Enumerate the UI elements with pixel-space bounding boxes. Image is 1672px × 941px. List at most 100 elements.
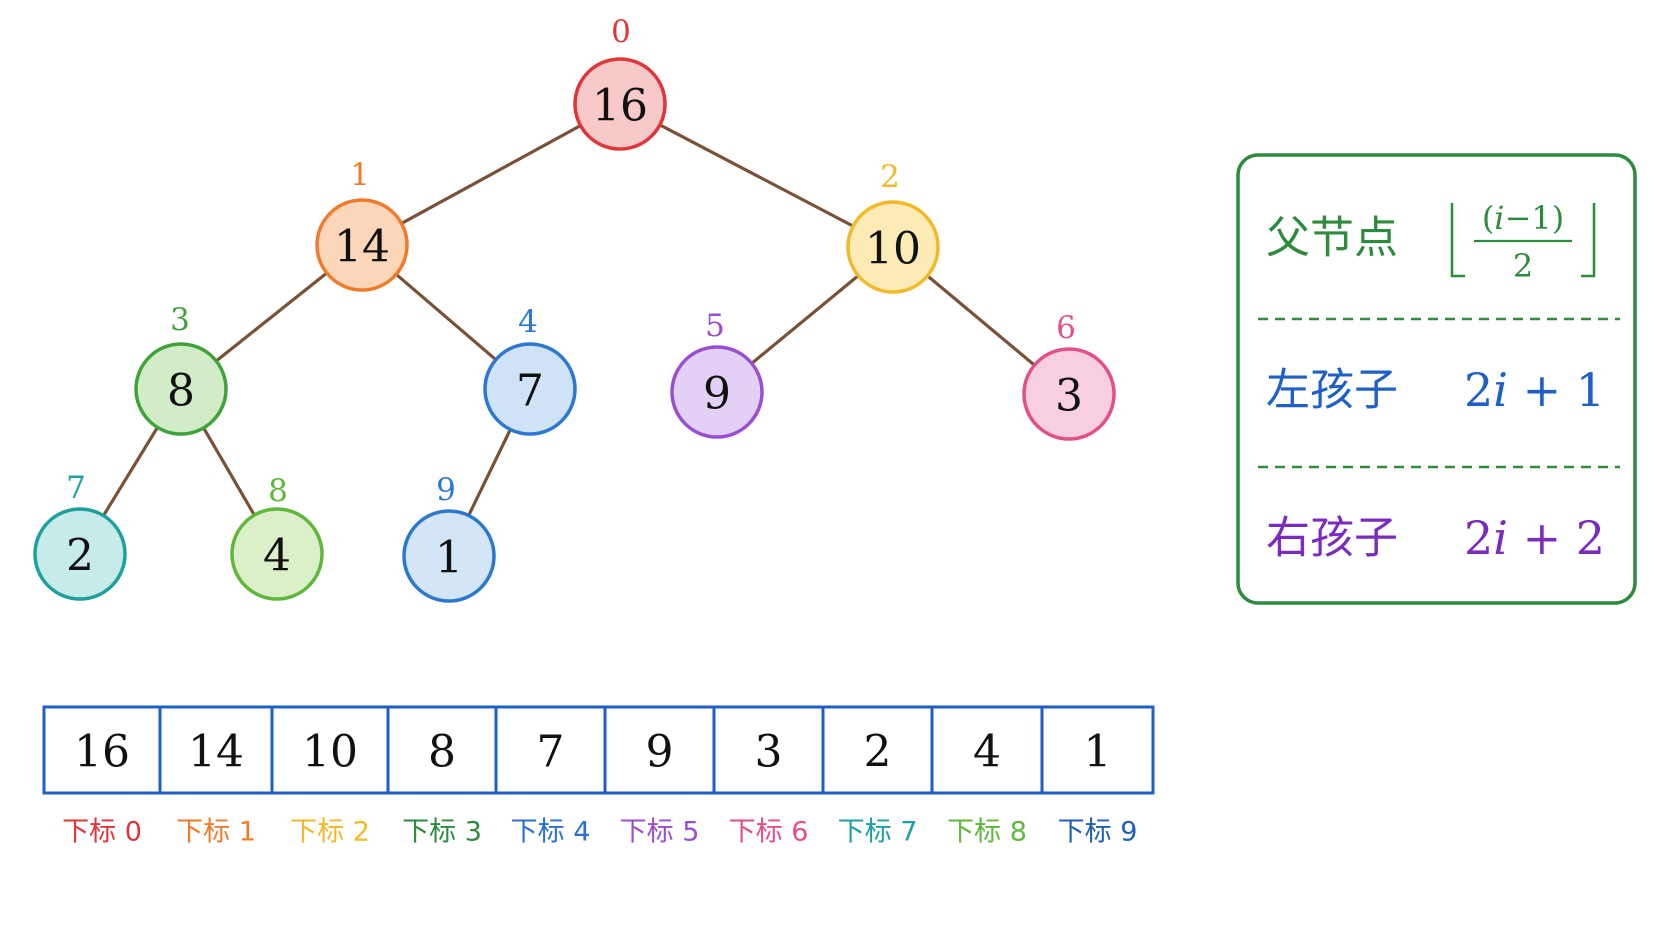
right-child-formula: 2i + 2: [1464, 511, 1605, 565]
tree-node-index: 8: [268, 473, 288, 509]
array-cell-box: [930, 705, 1044, 795]
tree-node-value: 16: [592, 81, 648, 132]
right-formula-coef: 2: [1464, 511, 1493, 565]
tree-node: 83: [134, 302, 228, 436]
array-cell-value: 7: [537, 727, 565, 778]
array-cell-box: [821, 705, 934, 795]
array-cell: 3下标 6: [712, 705, 825, 848]
tree-node-circle: [33, 507, 127, 601]
tree-edge: [399, 123, 583, 226]
numerator-var: i: [1494, 199, 1504, 237]
array-cell-value: 1: [1084, 727, 1112, 778]
tree-node: 36: [1022, 310, 1116, 441]
tree-node-index: 5: [705, 308, 725, 344]
numerator-open: (: [1482, 199, 1494, 237]
left-formula-var: i: [1493, 363, 1508, 417]
array-cell-value: 10: [302, 727, 358, 778]
tree-node-index: 6: [1056, 310, 1076, 346]
tree-node-index: 4: [518, 304, 538, 340]
array-cell-box: [712, 705, 825, 795]
tree-node-circle: [315, 198, 409, 292]
tree-node-value: 2: [66, 531, 94, 582]
parent-formula: (i−1) 2: [1450, 199, 1596, 285]
tree-node: 19: [402, 472, 496, 603]
array-index-label: 下标 0: [62, 817, 142, 848]
tree-edge: [214, 271, 329, 363]
array-index-label: 下标 7: [838, 817, 918, 848]
tree-edge: [394, 272, 498, 362]
tree-node-circle: [134, 342, 228, 436]
array-index-label: 下标 6: [729, 817, 809, 848]
array-index-label: 下标 9: [1058, 817, 1138, 848]
tree-node-circle: [402, 509, 496, 603]
array-index-label: 下标 5: [620, 817, 700, 848]
tree-node: 27: [33, 470, 127, 601]
index-formula-box: 父节点 (i−1) 2 左孩子 2i + 1 右孩子 2i + 2: [1236, 153, 1637, 605]
right-child-rule-label: 右孩子: [1266, 513, 1398, 564]
tree-node-index: 7: [66, 470, 86, 506]
formula-box-border: [1236, 153, 1637, 605]
tree-node-value: 8: [167, 366, 195, 417]
left-child-rule-label: 左孩子: [1266, 365, 1398, 416]
array-cell-box: [494, 705, 607, 795]
numerator-rest: −1): [1505, 199, 1565, 237]
array-index-label: 下标 2: [290, 817, 370, 848]
tree-node: 95: [670, 308, 764, 439]
array-cell-box: [158, 705, 274, 795]
array-cell-value: 14: [188, 727, 244, 778]
array-cell-box: [42, 705, 162, 795]
tree-node-circle: [483, 342, 577, 436]
array-cell-value: 9: [646, 727, 674, 778]
tree-node-value: 4: [263, 531, 291, 582]
array-cell: 16 下标 0: [42, 705, 162, 848]
array-cell-box: [270, 705, 390, 795]
tree-node-circle: [573, 57, 667, 151]
floor-right-bracket: [1581, 203, 1596, 278]
array-index-label: 下标 3: [402, 817, 482, 848]
tree-edge: [202, 426, 256, 517]
tree-node-circle: [670, 345, 764, 439]
array-cell-value: 16: [74, 727, 130, 778]
floor-left-bracket: [1450, 203, 1465, 278]
array-index-label: 下标 4: [511, 817, 591, 848]
array-cell: 4下标 8: [930, 705, 1044, 848]
array-cell-box: [1040, 705, 1155, 795]
array-cell: 2 下标 7: [821, 705, 934, 848]
tree-edge: [658, 123, 855, 228]
left-formula-coef: 2: [1464, 363, 1493, 417]
tree-node: 10 2: [846, 159, 940, 294]
tree-node-index: 3: [170, 302, 190, 338]
tree-node-value: 1: [435, 533, 463, 584]
tree-edge: [750, 274, 860, 365]
tree-edge: [925, 274, 1037, 367]
array-cell: 1 下标 9: [1040, 705, 1155, 848]
tree-node-value: 14: [334, 222, 390, 273]
tree-node-index: 0: [611, 14, 631, 50]
tree-node: 16 0: [573, 14, 667, 151]
tree-node-value: 3: [1055, 371, 1083, 422]
array-cell-value: 8: [428, 727, 456, 778]
tree-edge: [467, 427, 512, 518]
tree-node: 74: [483, 304, 577, 436]
array-index-label: 下标 8: [947, 817, 1027, 848]
array-cell-value: 2: [864, 727, 892, 778]
array-cell: 8 下标 3: [386, 705, 498, 848]
tree-node-index: 2: [880, 159, 900, 195]
tree-edges: [101, 123, 1037, 518]
array-cell: 7 下标 4: [494, 705, 607, 848]
parent-rule-label: 父节点: [1266, 213, 1398, 264]
tree-node-circle: [1022, 347, 1116, 441]
left-formula-rest: + 1: [1508, 363, 1605, 417]
array-cell: 9 下标 5: [603, 705, 716, 848]
right-formula-rest: + 2: [1508, 511, 1605, 565]
tree-node: 141: [315, 157, 409, 292]
tree-node-value: 7: [516, 366, 544, 417]
tree-node: 48: [230, 473, 324, 601]
tree-node-circle: [230, 507, 324, 601]
tree-node-value: 10: [865, 224, 921, 275]
tree-node-index: 9: [436, 472, 456, 508]
